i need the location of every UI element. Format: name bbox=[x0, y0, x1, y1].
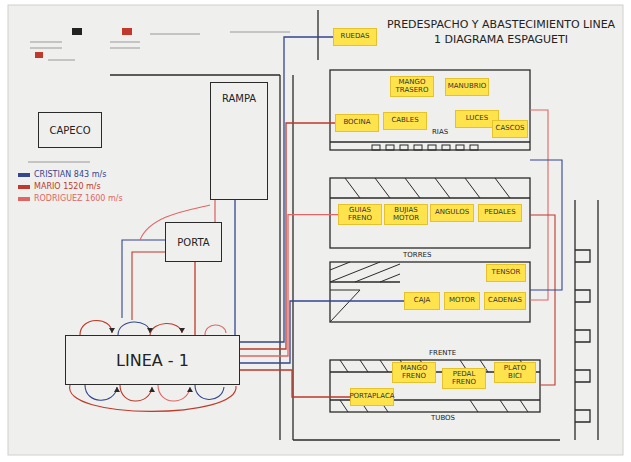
sticky-note: CABLES bbox=[383, 112, 427, 130]
route-line bbox=[240, 215, 338, 356]
node-text: CAPECO bbox=[49, 125, 90, 136]
legend-swatch bbox=[18, 185, 30, 189]
sticky-note: PORTAPLACA bbox=[350, 388, 394, 406]
node-text: CADENAS bbox=[488, 297, 522, 305]
node-text: PEDAL FRENO bbox=[446, 371, 482, 386]
sticky-note: MANUBRIO bbox=[445, 78, 489, 96]
legend-text: RODRIGUEZ 1600 m/s bbox=[34, 194, 123, 203]
sticky-note: BOCINA bbox=[335, 114, 379, 132]
sticky-note: TENSOR bbox=[486, 264, 526, 282]
legend-swatch bbox=[18, 197, 30, 201]
legend-text: CRISTIAN 843 m/s bbox=[34, 170, 106, 179]
node-text: PORTAPLACA bbox=[349, 393, 394, 401]
node-text: ANGULOS bbox=[435, 209, 469, 217]
area-box: PORTA bbox=[165, 222, 222, 262]
sticky-note: CADENAS bbox=[484, 292, 526, 310]
node-text: RUEDAS bbox=[341, 33, 370, 41]
node-text: PEDALES bbox=[484, 209, 515, 217]
route-line bbox=[240, 370, 350, 397]
node-text: MANUBRIO bbox=[448, 83, 486, 91]
sticky-note: CASCOS bbox=[492, 120, 528, 138]
sticky-note: MANGO TRASERO bbox=[390, 76, 434, 97]
sticky-note: PLATO BICI bbox=[494, 362, 536, 383]
route-line bbox=[240, 301, 404, 363]
node-text: PLATO BICI bbox=[498, 365, 532, 380]
sticky-note: MANGO FRENO bbox=[392, 362, 436, 383]
node-text: CAJA bbox=[414, 297, 430, 305]
legend-text: MARIO 1520 m/s bbox=[34, 182, 101, 191]
sticky-note: RUEDAS bbox=[333, 28, 377, 46]
route-line bbox=[194, 262, 195, 335]
sticky-note: BUJIAS MOTOR bbox=[384, 204, 428, 225]
sticky-note: MOTOR bbox=[444, 292, 480, 310]
node-text: LUCES bbox=[466, 115, 488, 123]
legend-item: MARIO 1520 m/s bbox=[18, 182, 101, 191]
sticky-note: CAJA bbox=[404, 292, 440, 310]
node-text: MOTOR bbox=[449, 297, 475, 305]
node-text: TENSOR bbox=[492, 269, 521, 277]
node-text: RAMPA bbox=[222, 93, 256, 104]
sticky-note: PEDALES bbox=[478, 204, 522, 222]
area-box: LINEA - 1 bbox=[65, 335, 240, 385]
legend-item: RODRIGUEZ 1600 m/s bbox=[18, 194, 123, 203]
area-label: FRENTE bbox=[428, 349, 457, 357]
sticky-note: ANGULOS bbox=[430, 204, 474, 222]
node-text: CABLES bbox=[391, 117, 418, 125]
node-text: MANGO FRENO bbox=[396, 365, 432, 380]
node-text: PORTA bbox=[177, 237, 209, 248]
area-box: RAMPA bbox=[210, 82, 268, 200]
area-label: RIAS bbox=[431, 128, 449, 136]
node-text: LINEA - 1 bbox=[116, 351, 189, 370]
diagram-title: PREDESPACHO Y ABASTECIMIENTO LINEA 1 DIA… bbox=[385, 18, 617, 48]
node-text: BOCINA bbox=[343, 119, 370, 127]
node-text: BUJIAS MOTOR bbox=[388, 207, 424, 222]
route-line bbox=[234, 200, 235, 335]
legend-item: CRISTIAN 843 m/s bbox=[18, 170, 106, 179]
area-label: TORRES bbox=[402, 251, 432, 259]
legend-swatch bbox=[18, 173, 30, 177]
node-text: CASCOS bbox=[496, 125, 525, 133]
sticky-note: PEDAL FRENO bbox=[442, 368, 486, 389]
area-box: CAPECO bbox=[38, 112, 102, 148]
node-text: MANGO TRASERO bbox=[394, 79, 430, 94]
sticky-note: GUIAS FRENO bbox=[338, 204, 382, 225]
area-label: TUBOS bbox=[430, 414, 456, 422]
route-line bbox=[214, 200, 215, 222]
node-text: GUIAS FRENO bbox=[342, 207, 378, 222]
